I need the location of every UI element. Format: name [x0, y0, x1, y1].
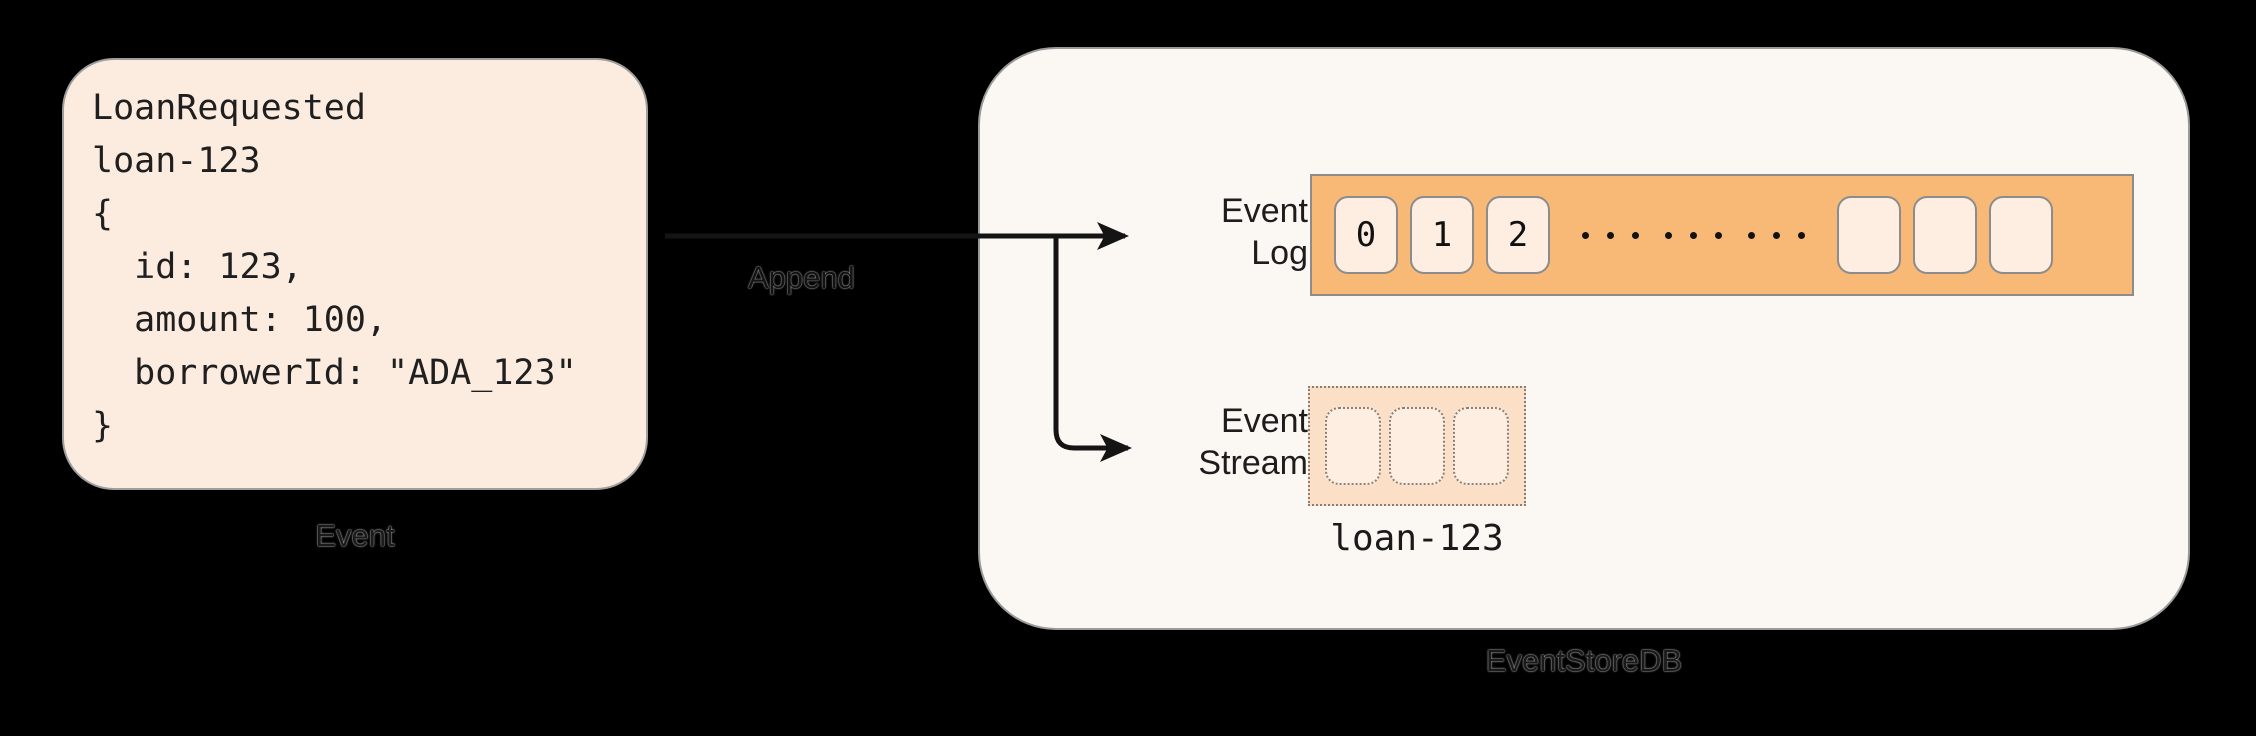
event-log-cells: 0 1 2: [1312, 196, 2053, 274]
ellipsis-dot: [1665, 231, 1672, 239]
ellipsis-dot: [1582, 231, 1589, 239]
event-log-empty-cell[interactable]: [1837, 196, 1901, 274]
event-log-band: 0 1 2: [1310, 174, 2134, 296]
event-stream-band: [1308, 386, 1526, 506]
event-log-cell[interactable]: 0: [1334, 196, 1398, 274]
eventstoredb-caption: EventStoreDB: [1485, 643, 1683, 678]
event-log-empty-cell[interactable]: [1913, 196, 1977, 274]
event-stream-cell[interactable]: [1325, 407, 1381, 485]
ellipsis-dot-group: [1748, 231, 1805, 239]
eventstoredb-container: [978, 47, 2190, 630]
event-log-cell[interactable]: 2: [1486, 196, 1550, 274]
ellipsis-dot: [1798, 231, 1805, 239]
ellipsis-dot-group: [1582, 231, 1639, 239]
event-stream-cell[interactable]: [1389, 407, 1445, 485]
event-log-empty-cell[interactable]: [1989, 196, 2053, 274]
event-log-cell[interactable]: 1: [1410, 196, 1474, 274]
event-stream-label: Event Stream: [1198, 402, 1308, 482]
ellipsis-dot: [1715, 231, 1722, 239]
ellipsis-dot: [1773, 231, 1780, 239]
event-stream-cell[interactable]: [1453, 407, 1509, 485]
ellipsis-dot-group: [1665, 231, 1722, 239]
event-log-label: Event Log: [1221, 192, 1308, 272]
event-stream-caption: loan-123: [1330, 518, 1504, 559]
event-card-caption: Event: [315, 518, 395, 553]
ellipsis-dot: [1748, 231, 1755, 239]
event-log-ellipsis: [1582, 231, 1805, 239]
event-card: LoanRequested loan-123 { id: 123, amount…: [62, 58, 648, 490]
ellipsis-dot: [1690, 231, 1697, 239]
event-payload-text: LoanRequested loan-123 { id: 123, amount…: [92, 88, 577, 446]
ellipsis-dot: [1607, 231, 1614, 239]
append-label: Append: [748, 260, 855, 295]
ellipsis-dot: [1632, 231, 1639, 239]
